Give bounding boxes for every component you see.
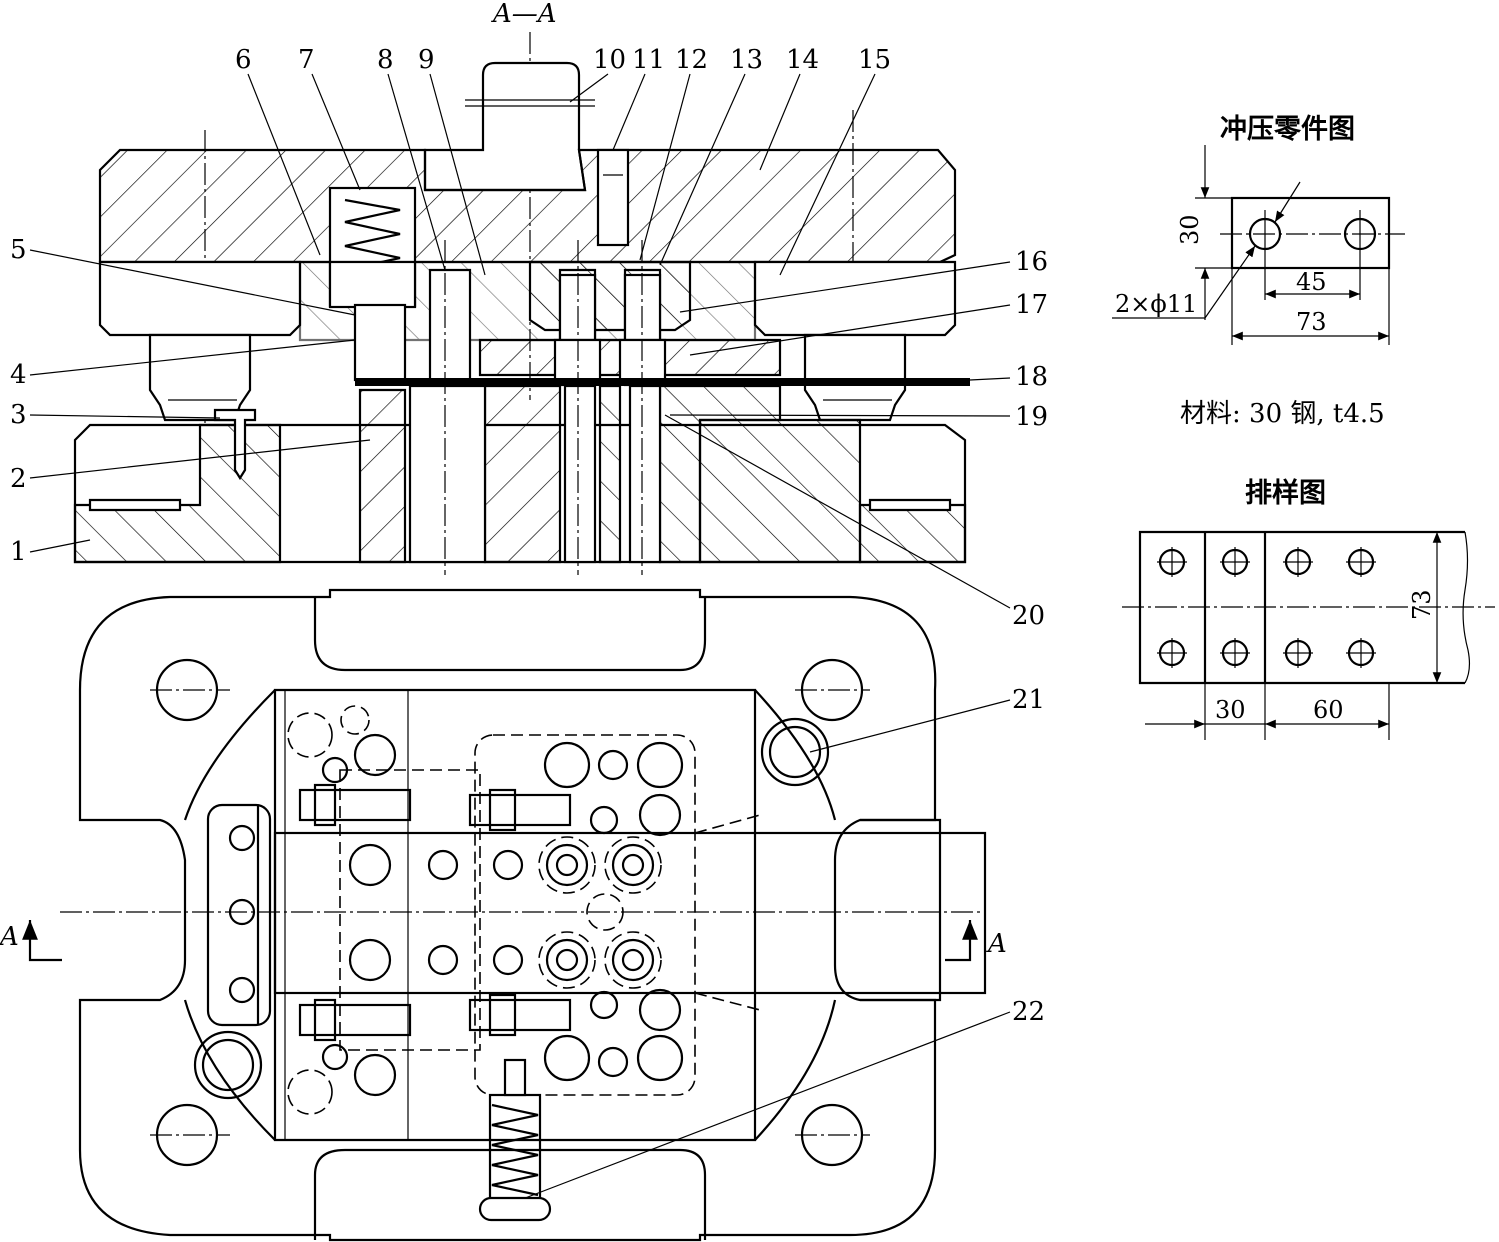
side-gauge — [206, 803, 272, 1027]
punch-retainer — [528, 260, 692, 332]
locating-pin — [213, 408, 257, 481]
layout-drawing-title: 排样图 — [1245, 477, 1326, 509]
callout-19: 19 — [1015, 402, 1048, 432]
upper-guide-bushing-right — [753, 260, 957, 337]
layout-drawing: 排样图 73 30 60 — [1122, 477, 1495, 740]
callout-4: 4 — [10, 360, 27, 390]
guide-bushing-bl — [193, 1030, 263, 1100]
layout-dim-step2: 60 — [1313, 696, 1344, 724]
callout-6: 6 — [235, 45, 252, 75]
section-marker-right: A — [986, 929, 1007, 959]
callout-17: 17 — [1015, 290, 1048, 320]
callout-20: 20 — [1012, 601, 1045, 631]
callout-9: 9 — [418, 45, 435, 75]
stock-strip — [355, 378, 970, 386]
section-view: A—A — [73, 0, 970, 575]
socket-screw — [596, 148, 630, 247]
die-block — [358, 388, 407, 564]
callout-14: 14 — [786, 45, 819, 75]
lower-die-base-left — [73, 423, 282, 564]
layout-dim-step1: 30 — [1215, 696, 1246, 724]
screws — [298, 783, 572, 1042]
stripper-bolt — [353, 303, 407, 382]
strip-holes — [1157, 547, 1376, 668]
callout-5: 5 — [10, 235, 27, 265]
callout-2: 2 — [10, 464, 27, 494]
guide-bushing-21 — [760, 717, 830, 787]
callout-15: 15 — [858, 45, 891, 75]
callout-13: 13 — [730, 45, 763, 75]
callout-10: 10 — [593, 45, 626, 75]
dim-height: 30 — [1176, 214, 1204, 245]
die-set-outline — [78, 588, 937, 1242]
dim-pitch: 45 — [1296, 268, 1327, 296]
material-note: 材料: 30 钢, t4.5 — [1180, 399, 1385, 429]
guide-post-left — [148, 333, 252, 422]
dim-length: 73 — [1296, 308, 1327, 336]
callout-8: 8 — [377, 45, 394, 75]
callout-12: 12 — [675, 45, 708, 75]
callout-16: 16 — [1015, 247, 1048, 277]
plan-view: A A — [0, 588, 1007, 1242]
callout-11: 11 — [632, 45, 665, 75]
part-drawing: 冲压零件图 30 45 73 2×ϕ11 — [1112, 114, 1405, 345]
part-outline — [1230, 196, 1391, 270]
die-shank — [423, 61, 587, 192]
spring-plunger — [478, 1058, 552, 1222]
layout-dim-width: 73 — [1408, 589, 1436, 620]
callout-22: 22 — [1012, 997, 1045, 1027]
guide-post-right — [803, 333, 907, 422]
section-marker-left: A — [0, 922, 19, 952]
hole-note: 2×ϕ11 — [1115, 290, 1197, 318]
callouts: 6 7 8 9 10 11 12 13 14 15 5 4 3 2 1 16 1… — [10, 45, 1048, 1201]
part-drawing-title: 冲压零件图 — [1220, 114, 1355, 145]
callout-18: 18 — [1015, 362, 1048, 392]
callout-3: 3 — [10, 400, 27, 430]
callout-1: 1 — [10, 537, 27, 567]
callout-7: 7 — [298, 45, 315, 75]
section-title: A—A — [491, 0, 557, 29]
punch-holes — [287, 705, 684, 1115]
callout-21: 21 — [1012, 685, 1045, 715]
